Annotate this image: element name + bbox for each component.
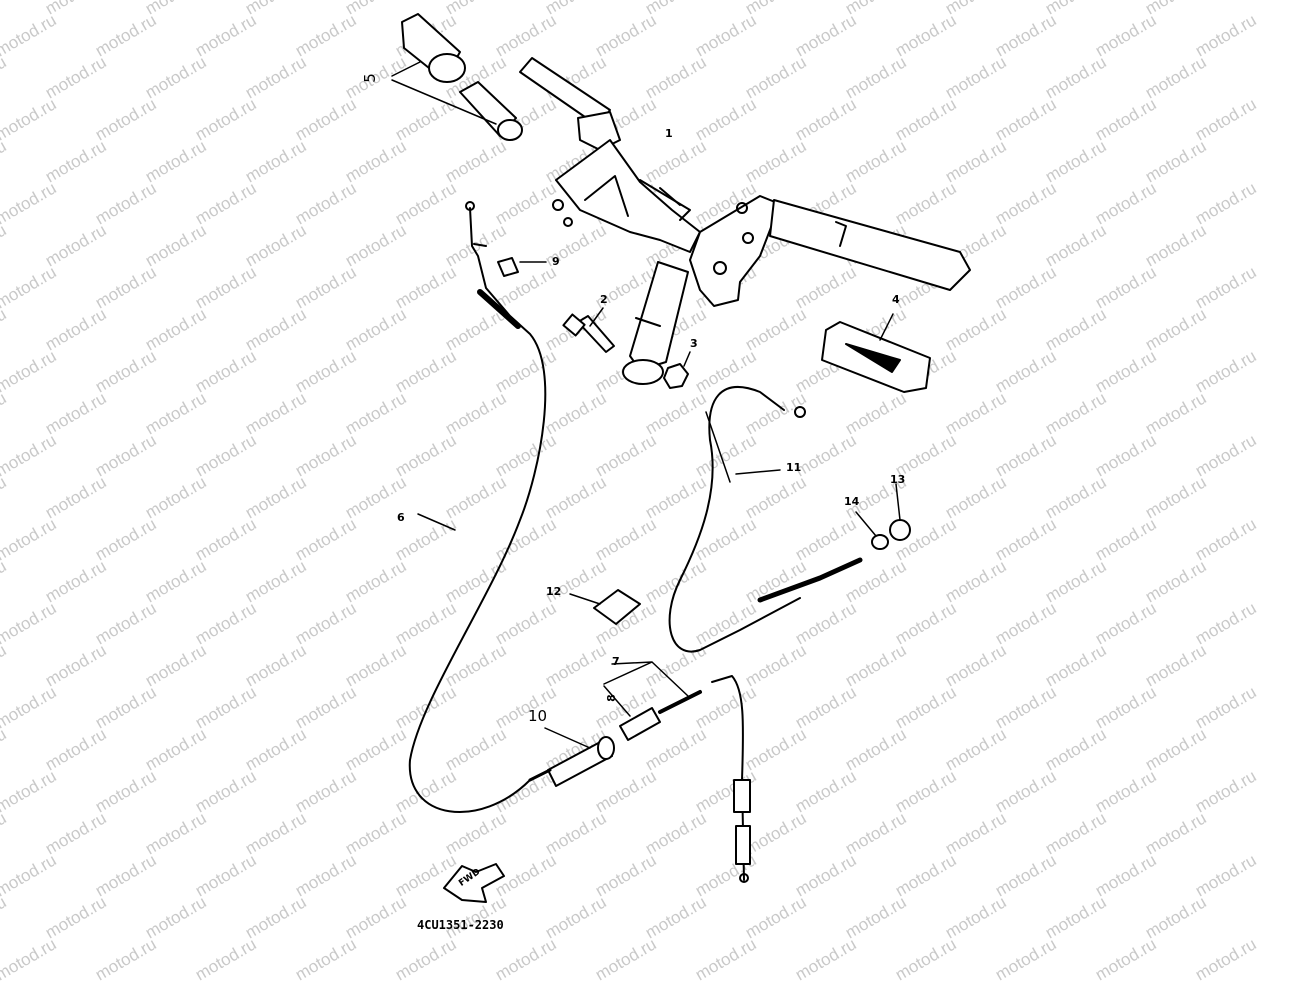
small-bolt — [497, 257, 547, 277]
callout-14: 14 — [844, 495, 860, 508]
forward-arrow — [443, 863, 505, 903]
handlebar — [519, 57, 971, 385]
callout-5: 5 — [360, 73, 379, 83]
callout-13: 13 — [890, 473, 906, 486]
callout-9: 9 — [552, 255, 560, 268]
throttle-cable — [408, 201, 547, 813]
callout-3: 3 — [690, 337, 698, 350]
callout-1: 1 — [665, 127, 673, 140]
callout-4: 4 — [892, 293, 900, 306]
callout-7: 7 — [612, 655, 620, 668]
cable-clip — [569, 589, 641, 625]
callout-11: 11 — [786, 461, 802, 474]
callout-6: 6 — [397, 511, 405, 524]
callout-10: 10 — [528, 707, 548, 725]
throttle-grip — [391, 13, 523, 141]
clutch-cable — [668, 386, 911, 653]
bolt-and-nut — [562, 307, 691, 389]
callout-8: 8 — [604, 694, 618, 702]
callout-12: 12 — [546, 585, 562, 598]
lower-cable — [711, 675, 751, 883]
left-grip — [821, 313, 931, 393]
cable-adjusters — [528, 661, 702, 787]
callout-2: 2 — [600, 293, 608, 306]
drawing-code: 4CU1351-2230 — [417, 918, 504, 932]
